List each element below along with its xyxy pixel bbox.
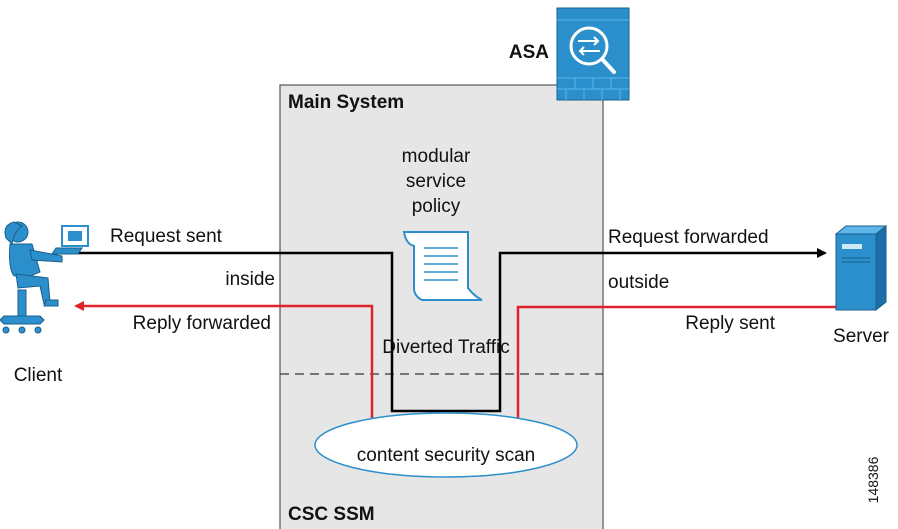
server-label: Server [833, 326, 890, 347]
client-label: Client [14, 365, 63, 386]
policy-line-2: service [406, 171, 466, 192]
diverted-traffic-label: Diverted Traffic [382, 337, 509, 358]
figure-id: 148386 [865, 456, 881, 503]
content-scan-label: content security scan [357, 445, 535, 466]
request-path [78, 248, 827, 413]
policy-line-1: modular [402, 146, 471, 167]
firewall-icon [556, 7, 630, 101]
main-system-title: Main System [288, 92, 404, 113]
asa-label: ASA [509, 42, 549, 63]
outside-label: outside [608, 272, 669, 293]
policy-line-3: policy [412, 196, 461, 217]
reply-sent-label: Reply sent [685, 313, 775, 334]
client-user-icon [0, 221, 89, 334]
reply-forwarded-label: Reply forwarded [133, 313, 271, 334]
csc-ssm-title: CSC SSM [288, 504, 375, 525]
inside-label: inside [225, 269, 275, 290]
document-icon [402, 231, 483, 301]
request-sent-label: Request sent [110, 226, 223, 247]
server-icon [834, 224, 888, 312]
content-scan-ellipse [314, 412, 578, 478]
request-forwarded-label: Request forwarded [608, 227, 769, 248]
